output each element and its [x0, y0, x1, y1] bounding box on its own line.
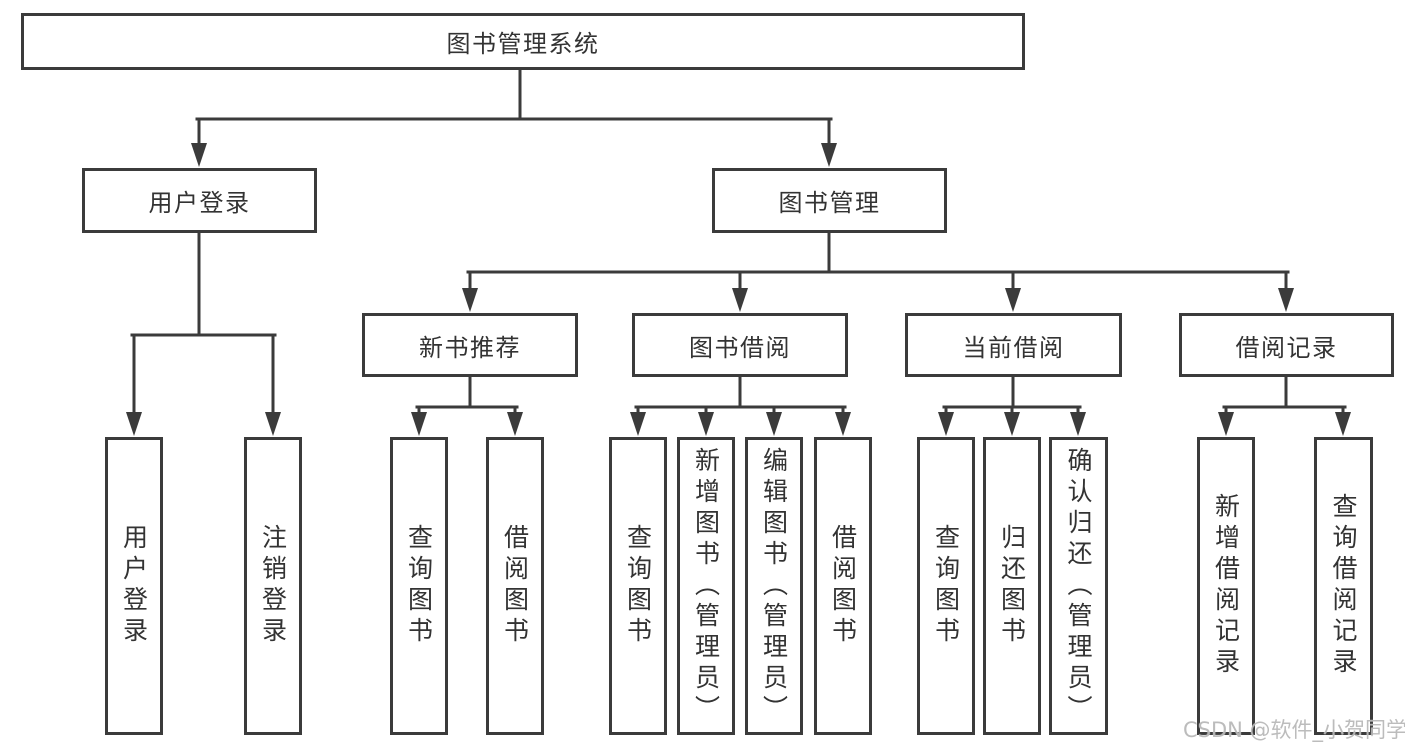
edge-current-borrow-to-leaves [938, 375, 1086, 436]
node-borrow-records-label: 借阅记录 [1235, 333, 1338, 362]
leaf-query-book-recommend-label: 查询图书 [404, 524, 434, 648]
edge-book-borrow-to-leaves [630, 375, 851, 436]
node-book-borrow: 图书借阅 [632, 313, 848, 377]
leaf-borrow-book-borrow-label: 借阅图书 [828, 524, 858, 648]
leaf-add-book-admin: 新增图书（管理员） [677, 437, 735, 735]
leaf-add-borrow-record: 新增借阅记录 [1197, 437, 1255, 735]
leaf-return-book: 归还图书 [983, 437, 1041, 735]
node-book-management-label: 图书管理 [778, 189, 881, 217]
leaf-return-book-label: 归还图书 [997, 524, 1027, 648]
node-book-borrow-label: 图书借阅 [689, 333, 791, 362]
leaf-query-book-recommend: 查询图书 [390, 437, 448, 735]
leaf-edit-book-admin-label: 编辑图书（管理员） [759, 446, 789, 726]
node-library-system: 图书管理系统 [21, 13, 1025, 70]
leaf-user-login-label: 用户登录 [119, 524, 149, 648]
leaf-logout-label: 注销登录 [258, 524, 288, 648]
leaf-edit-book-admin: 编辑图书（管理员） [745, 437, 803, 735]
node-current-borrow: 当前借阅 [905, 313, 1122, 377]
edge-book-management-to-level3 [462, 231, 1294, 312]
csdn-watermark: CSDN @软件_小贺同学 [1183, 718, 1405, 742]
node-new-book-recommend-label: 新书推荐 [419, 333, 521, 362]
edge-root-to-level2 [191, 68, 837, 167]
leaf-query-borrow-record-label: 查询借阅记录 [1329, 493, 1358, 679]
edge-borrow-records-to-leaves [1218, 375, 1351, 436]
edge-user-login-to-leaves [126, 231, 281, 436]
leaf-confirm-return-admin-label: 确认归还（管理员） [1064, 446, 1093, 726]
leaf-logout: 注销登录 [244, 437, 302, 735]
node-current-borrow-label: 当前借阅 [962, 333, 1065, 362]
leaf-query-book-current: 查询图书 [917, 437, 975, 735]
leaf-add-book-admin-label: 新增图书（管理员） [691, 446, 721, 726]
leaf-user-login: 用户登录 [105, 437, 163, 735]
node-book-management: 图书管理 [712, 168, 947, 233]
node-library-system-label: 图书管理系统 [446, 30, 600, 58]
node-user-login-label: 用户登录 [148, 189, 251, 217]
leaf-borrow-book-recommend-label: 借阅图书 [500, 524, 530, 648]
leaf-query-book-borrow-label: 查询图书 [623, 524, 653, 648]
node-user-login: 用户登录 [82, 168, 317, 233]
leaf-query-book-current-label: 查询图书 [931, 524, 961, 648]
node-borrow-records: 借阅记录 [1179, 313, 1394, 377]
edge-new-book-recommend-to-leaves [411, 375, 523, 436]
leaf-query-borrow-record: 查询借阅记录 [1314, 437, 1373, 735]
leaf-confirm-return-admin: 确认归还（管理员） [1049, 437, 1108, 735]
leaf-add-borrow-record-label: 新增借阅记录 [1211, 493, 1241, 679]
node-new-book-recommend: 新书推荐 [362, 313, 578, 377]
leaf-borrow-book-borrow: 借阅图书 [814, 437, 872, 735]
leaf-query-book-borrow: 查询图书 [609, 437, 667, 735]
leaf-borrow-book-recommend: 借阅图书 [486, 437, 544, 735]
